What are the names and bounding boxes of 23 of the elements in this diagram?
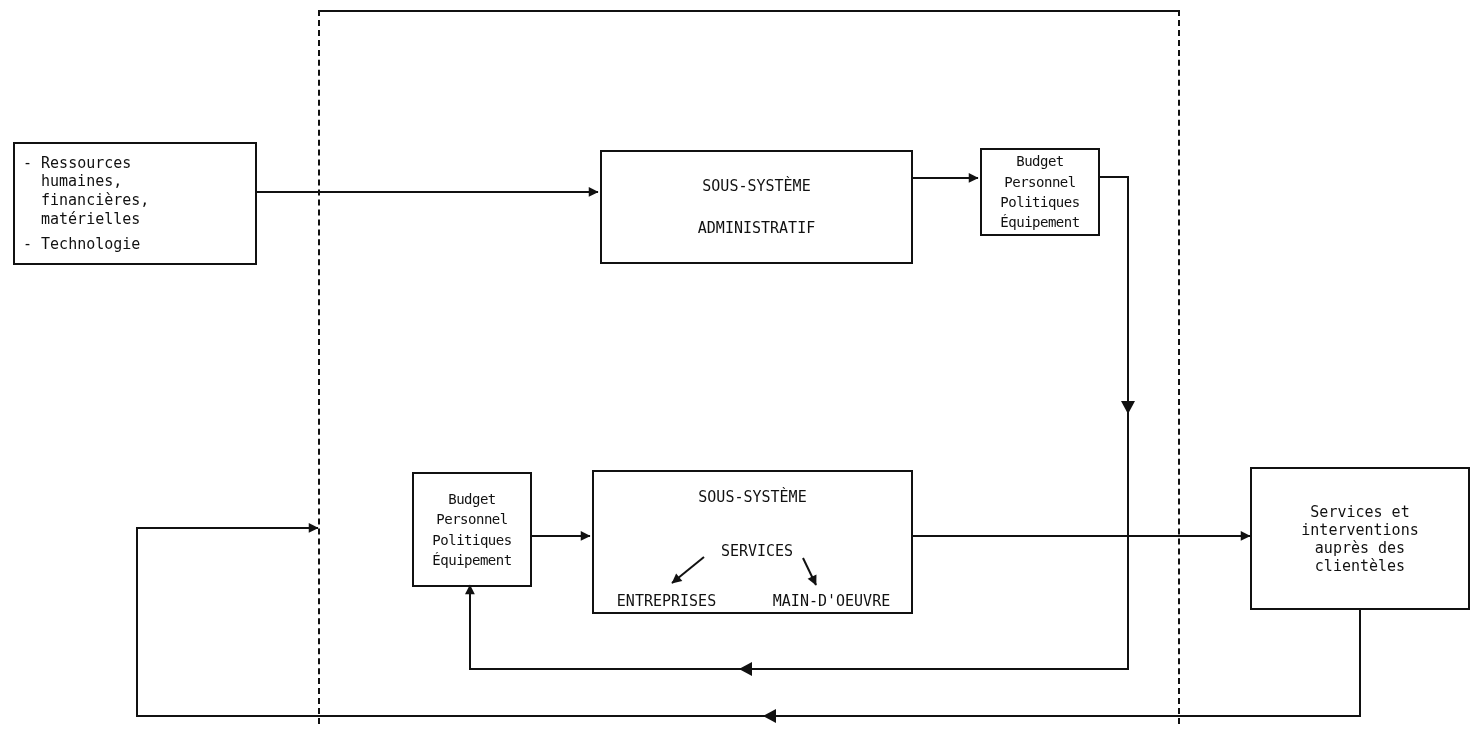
arrow	[465, 176, 1129, 670]
box-text: SOUS-SYSTÈME	[698, 488, 807, 506]
input-box	[13, 142, 257, 265]
arrow	[671, 556, 705, 584]
box-text: ADMINISTRATIF	[697, 219, 816, 237]
box-text: - Ressources humaines, financières, matérielles	[23, 153, 151, 229]
box-text: Budget Personnel Politiques Équipement	[431, 489, 513, 570]
system-boundary	[318, 10, 1180, 724]
node-label: ENTREPRISES	[596, 590, 737, 612]
resource-box	[980, 148, 1100, 236]
process-box	[592, 470, 913, 614]
node-label: SERVICES	[706, 539, 808, 563]
box-text: SOUS-SYSTÈME	[702, 177, 811, 195]
arrow	[136, 523, 1361, 717]
box-text: - Technologie	[23, 234, 142, 254]
box-text: Budget Personnel Politiques Équipement	[999, 152, 1081, 233]
process-box	[600, 150, 913, 264]
node-label: MAIN-D'OEUVRE	[750, 590, 913, 612]
box-text: Services et interventions auprès des clientèles	[1300, 502, 1420, 575]
process-box	[1250, 467, 1470, 610]
arrow	[256, 187, 599, 197]
arrow	[802, 557, 817, 586]
resource-box	[412, 472, 532, 587]
